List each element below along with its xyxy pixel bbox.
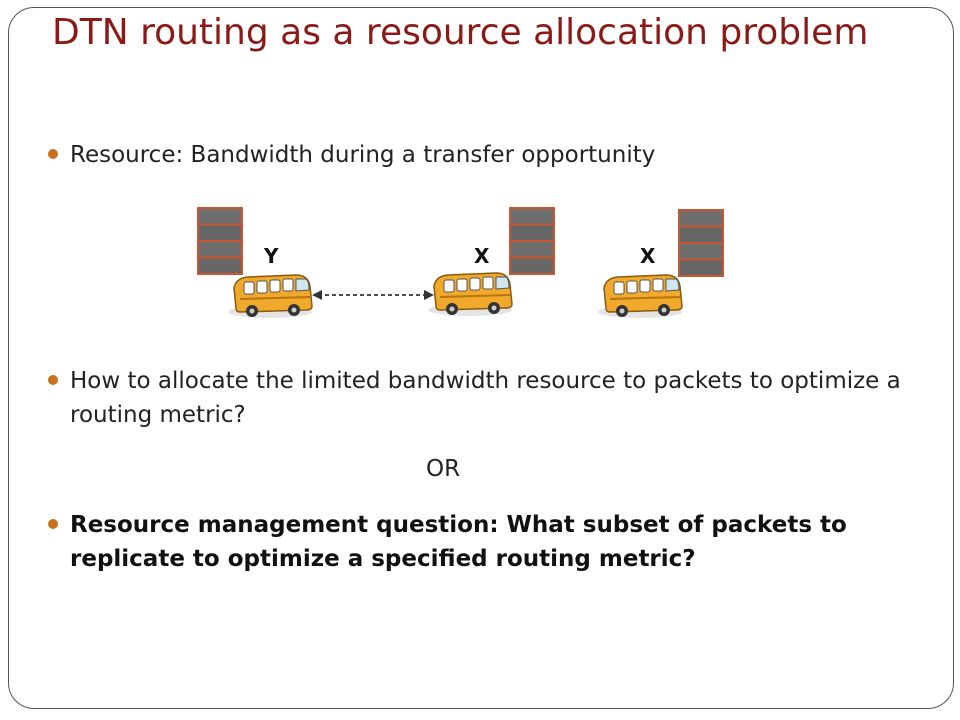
- packet-stack-icon: [678, 209, 724, 277]
- bus-icon: [227, 274, 313, 319]
- or-separator: OR: [426, 456, 461, 482]
- bullet-dot: [48, 375, 58, 385]
- double-arrow-icon: [312, 290, 434, 300]
- bullet-dot: [48, 149, 58, 159]
- bullet-resource: Resource: Bandwidth during a transfer op…: [48, 138, 940, 172]
- node-label-x: X: [640, 244, 656, 268]
- bullet-text: Resource: Bandwidth during a transfer op…: [70, 142, 656, 168]
- bullet-text: Resource management question: What subse…: [70, 512, 847, 572]
- bullet-dot: [48, 519, 58, 529]
- packet-stack-icon: [197, 207, 243, 275]
- bullet-text: How to allocate the limited bandwidth re…: [70, 368, 901, 428]
- bus-icon: [597, 274, 683, 319]
- node-label-x: X: [474, 244, 490, 268]
- node-label-y: Y: [264, 244, 279, 268]
- bus-icon: [427, 272, 513, 317]
- packet-stack-icon: [509, 207, 555, 275]
- bullet-management-question: Resource management question: What subse…: [48, 508, 940, 576]
- slide-title: DTN routing as a resource allocation pro…: [52, 12, 869, 53]
- slide-frame: [8, 7, 954, 709]
- bullet-allocation-question: How to allocate the limited bandwidth re…: [48, 364, 940, 432]
